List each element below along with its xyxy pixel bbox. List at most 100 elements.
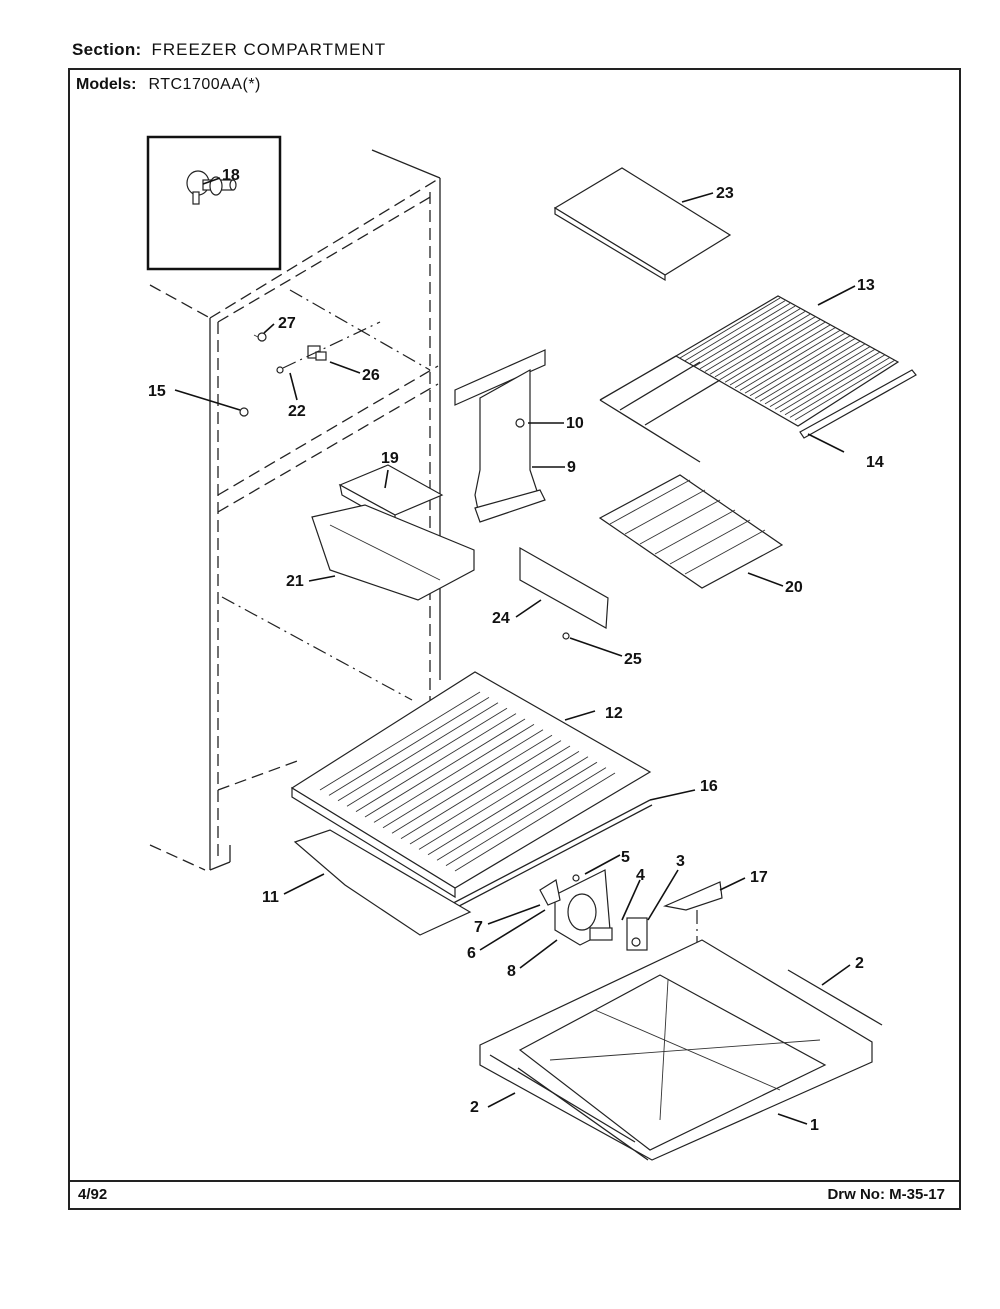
- hatch-line: [764, 343, 866, 405]
- hatch-line: [679, 297, 781, 359]
- part-6-fan-blade: [539, 879, 561, 906]
- callout-25: 25: [624, 651, 642, 668]
- hatch-line: [689, 303, 791, 364]
- hatch-line: [749, 335, 851, 397]
- callout-14: 14: [866, 454, 884, 471]
- callout-9: 9: [567, 459, 576, 476]
- hatch-line: [684, 300, 786, 362]
- section-value: FREEZER COMPARTMENT: [151, 40, 387, 59]
- callout-23: 23: [716, 185, 734, 202]
- part-26-bracket: [307, 345, 327, 361]
- hatch-line: [639, 499, 721, 545]
- models-value: RTC1700AA(*): [148, 76, 261, 93]
- part-21-ice-bin: [311, 504, 475, 601]
- hatch-line: [445, 767, 607, 866]
- hatch-line: [694, 305, 796, 367]
- callout-19: 19: [381, 450, 399, 467]
- hatch-line: [719, 319, 821, 380]
- hatch-line: [654, 509, 736, 555]
- hatch-line: [789, 357, 891, 418]
- part-23-cover: [553, 167, 732, 282]
- hatch-line: [609, 479, 691, 525]
- part-8-fan-bracket: [554, 869, 611, 946]
- part-13-wire-shelf: [599, 295, 900, 463]
- cabinet-outline: [149, 149, 441, 871]
- models-label: Models:: [76, 76, 137, 93]
- part-22-screw: [276, 321, 381, 374]
- callout-13: 13: [857, 277, 875, 294]
- drawing-date: 4/92: [78, 1186, 108, 1203]
- footer: 4/92 Drw No: M-35-17: [70, 1180, 959, 1208]
- part-11-panel: [293, 829, 472, 936]
- part-24-plate: [519, 546, 609, 629]
- callout-10: 10: [566, 415, 584, 432]
- hatch-line: [724, 321, 826, 383]
- callout-17: 17: [750, 869, 768, 886]
- callout-8: 8: [507, 963, 516, 980]
- hatch-line: [355, 713, 517, 812]
- hatch-line: [699, 308, 801, 370]
- hatch-line: [624, 489, 706, 535]
- hatch-line: [400, 740, 562, 839]
- callout-20: 20: [785, 579, 803, 596]
- hatch-line: [779, 351, 881, 413]
- callout-11: 11: [262, 889, 279, 906]
- drawing-frame: Models: RTC1700AA(*) 4/92 Drw No: M-35-17: [68, 68, 961, 1210]
- hatch-line: [739, 330, 841, 391]
- part-3-motor: [626, 917, 648, 951]
- callout-7: 7: [474, 919, 483, 936]
- part-16-rail: [439, 799, 653, 916]
- callout-1: 1: [810, 1117, 819, 1134]
- models-line: Models: RTC1700AA(*): [76, 76, 261, 94]
- callout-27: 27: [278, 315, 296, 332]
- hatch-line: [364, 718, 526, 818]
- part-17-diffuser: [662, 881, 723, 948]
- part-5-screw: [572, 874, 580, 882]
- part-2-rail-right: [787, 969, 883, 1026]
- hatch-line: [759, 340, 861, 402]
- part-18-valve: [186, 170, 237, 205]
- callout-3: 3: [676, 853, 685, 870]
- hatch-line: [774, 348, 876, 410]
- hatch-line: [346, 707, 508, 807]
- part-20-rack: [598, 474, 784, 589]
- callout-12: 12: [605, 705, 623, 722]
- callout-5: 5: [621, 849, 630, 866]
- part-2-rail-left: [489, 1054, 649, 1161]
- hatch-line: [669, 519, 751, 565]
- section-title: Section:FREEZER COMPARTMENT: [72, 40, 386, 60]
- part-1-evaporator-cover: [479, 939, 873, 1161]
- hatch-line: [794, 359, 896, 421]
- callout-4: 4: [636, 867, 645, 884]
- callout-arrows: [174, 177, 856, 1125]
- part-10-screw: [515, 418, 525, 428]
- hatch-line: [382, 729, 544, 829]
- part-27-pin: [253, 332, 267, 342]
- hatch-line: [427, 756, 589, 856]
- callout-2-left: 2: [470, 1099, 479, 1116]
- callout-24: 24: [492, 610, 510, 627]
- part-12-shelf: [290, 671, 652, 899]
- callout-18: 18: [222, 167, 240, 184]
- part-4-clip: [589, 927, 613, 941]
- inset-box-18: [146, 135, 282, 271]
- hatch-line: [784, 354, 886, 416]
- hatch-line: [373, 724, 535, 823]
- hatch-line: [709, 313, 811, 375]
- part-25-screw: [562, 632, 570, 640]
- hatch-line: [319, 691, 481, 791]
- part-9-air-duct: [454, 349, 546, 523]
- hatch-line: [704, 311, 806, 372]
- hatch-line: [769, 346, 871, 407]
- callout-16: 16: [700, 778, 718, 795]
- hatch-line: [734, 327, 836, 389]
- hatch-line: [454, 772, 616, 872]
- hatch-line: [714, 316, 816, 378]
- callout-22: 22: [288, 403, 306, 420]
- hatch-line: [409, 745, 571, 845]
- hatch-line: [337, 702, 499, 802]
- hatch-line: [729, 324, 831, 386]
- hatch-line: [328, 697, 490, 796]
- hatch-line: [391, 734, 553, 834]
